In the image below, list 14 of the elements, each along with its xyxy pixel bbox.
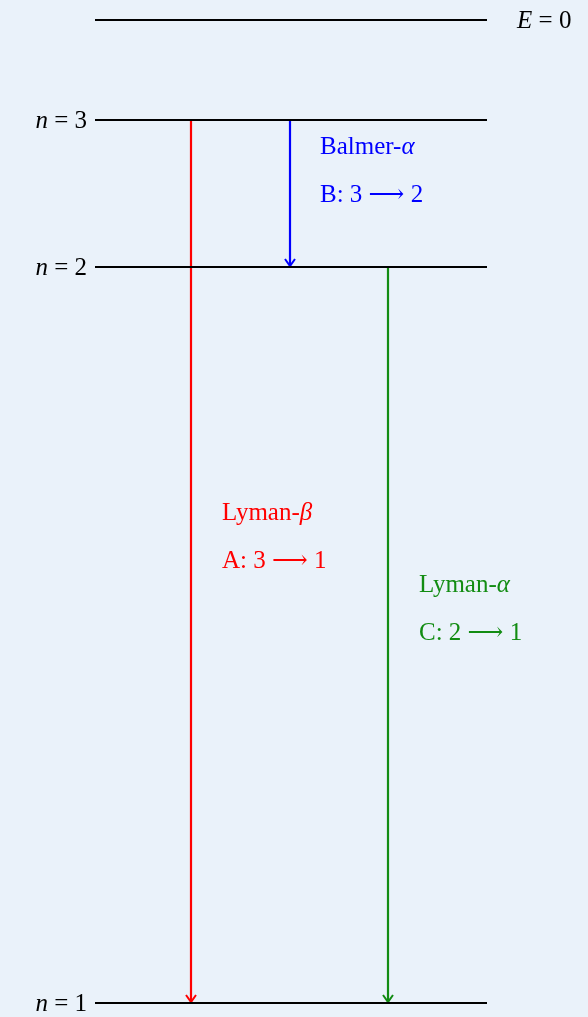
energy-level-line xyxy=(95,1002,487,1004)
transition-arrow xyxy=(382,268,394,1003)
level-label: E = 0 xyxy=(517,5,572,35)
transition-arrow xyxy=(185,121,197,1003)
energy-level-line xyxy=(95,19,487,21)
level-label: n = 3 xyxy=(35,105,87,135)
transition-arrow xyxy=(284,121,296,267)
edge-label: Lyman-α C: 2 ⟶ 1 xyxy=(419,569,524,647)
edge-label: Lyman-β A: 3 ⟶ 1 xyxy=(222,497,328,575)
edge-label: Balmer-α B: 3 ⟶ 2 xyxy=(320,131,425,209)
level-label: n = 2 xyxy=(35,252,87,282)
energy-level-line xyxy=(95,266,487,268)
level-label: n = 1 xyxy=(35,988,87,1017)
energy-level-line xyxy=(95,119,487,121)
